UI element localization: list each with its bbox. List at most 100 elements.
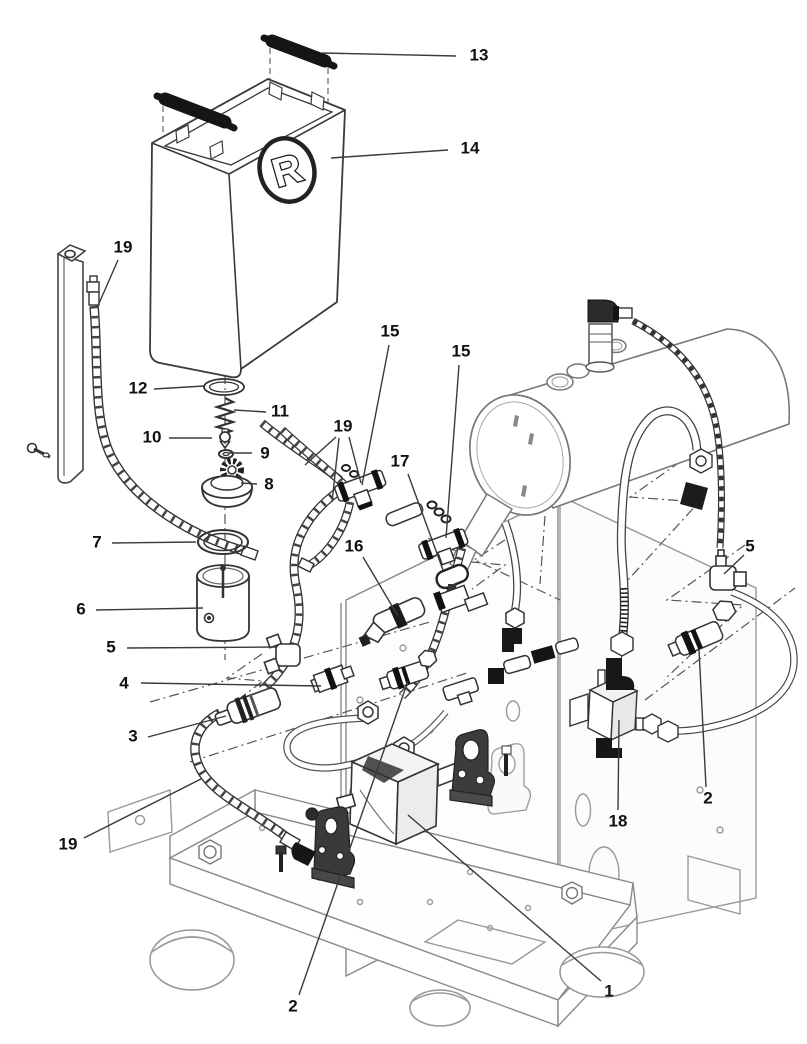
tap-stem [448,584,456,592]
bracket-bolt [501,745,512,776]
part-label-7: 7 [92,533,101,552]
cup-6 [196,564,250,642]
bracket-hole [317,845,327,855]
part-label-4: 4 [119,674,129,693]
part-label-1: 1 [604,982,613,1001]
leader-line-3 [147,715,227,738]
boiler-end-rim [476,401,564,509]
leader-line-18 [617,719,620,811]
manifold-nut [505,607,525,629]
bracket-hole [462,739,480,761]
one-way-valve-3 [214,687,282,726]
part-label-15-left: 15 [381,322,400,341]
boiler-end-cap [469,394,571,516]
bracket-hole [475,775,485,785]
leader-line-17 [407,473,444,571]
left-flat-bracket [107,789,173,853]
o-ring-12 [203,378,245,396]
panel-hole [574,793,592,827]
part-label-2-right: 2 [703,789,712,808]
elbow-fitting-black [606,658,635,690]
part-label-5-left: 5 [106,638,115,657]
tee-fitting-15a [334,469,387,511]
tank-edge [151,142,230,175]
coupler-fitting [385,502,424,527]
breaker-elbow-tip [617,307,633,319]
leader-line-5-left [126,646,278,649]
hose-nut [610,631,634,657]
check-valve-2-right [667,600,737,658]
check-valve-2-bottom [378,649,438,691]
leader-line-15-right [445,364,460,539]
tee-fitting-15b [418,527,469,566]
tap-band [433,591,446,611]
part-label-3: 3 [128,727,137,746]
leader-line-11 [233,409,267,413]
zigzag-reference [225,653,265,706]
pump-mount-bracket [449,729,495,807]
part-label-18: 18 [609,812,628,831]
cup-pin [220,565,226,571]
tank-rim-tab [310,91,325,111]
part-label-19-bottom: 19 [59,835,78,854]
valve-piece-10 [219,428,231,450]
check-valve-nut [712,600,737,622]
solenoid-coil [569,693,589,727]
boiler-outlet-funnel [459,492,514,558]
leader-line-1 [407,814,602,982]
bracket-base [311,867,355,889]
tray-corner-edge [632,882,638,918]
part-label-16: 16 [345,537,364,556]
hose-end-fitting [297,557,315,573]
pump-clamp [362,756,404,783]
part-label-10: 10 [143,428,162,447]
part-label-13: 13 [470,46,489,65]
hx-pipe-nut [357,700,379,725]
bracket-screw [26,442,51,459]
exploded-stack [196,378,253,642]
pump-mount-bracket-left [305,806,356,889]
leader-line-5-right [723,554,745,575]
pump-right-face [395,762,439,846]
water-tank-14 [149,78,346,379]
axis-line [539,515,546,585]
panel-cutout [687,855,741,915]
part-label-17: 17 [391,452,410,471]
axis-line [189,671,471,763]
tap-port [463,591,489,613]
fitting-olives [341,464,452,524]
leader-line-16 [362,556,399,617]
part-label-6: 6 [76,600,85,619]
hx-hose-start [680,448,713,510]
part-label-8: 8 [264,475,273,494]
hose-end-fitting [240,545,259,561]
part-label-5-right: 5 [745,537,754,556]
water-tank-assembly: R [149,34,346,379]
machine-foot [149,929,235,991]
part-label-9: 9 [260,444,269,463]
leader-line-6 [95,607,204,611]
hose-top-fitting [86,275,100,306]
solenoid-right [610,689,638,742]
leader-line-19-top [96,259,119,309]
tray-floor-cutout [423,919,547,965]
cap-slot [528,433,534,445]
pump-assembly [275,729,532,889]
elbow-fitting-5-left [263,633,301,675]
leader-line-19-bottom [83,778,202,839]
tee-fitting-black [530,645,556,664]
leader-line-19-middle [348,436,362,484]
tank-rim-tab [175,124,190,144]
leader-line-8 [240,482,258,485]
part-label-19-middle: 19 [334,417,353,436]
leader-line-12 [153,385,205,390]
bracket-hole [64,249,76,259]
solenoid-inlet-nut [635,713,662,735]
solenoid-outlet-elbow [596,748,622,758]
side-bracket [26,244,315,573]
pump-inlet [335,793,357,811]
straight-fitting [503,654,532,675]
o-ring-9 [218,449,234,459]
